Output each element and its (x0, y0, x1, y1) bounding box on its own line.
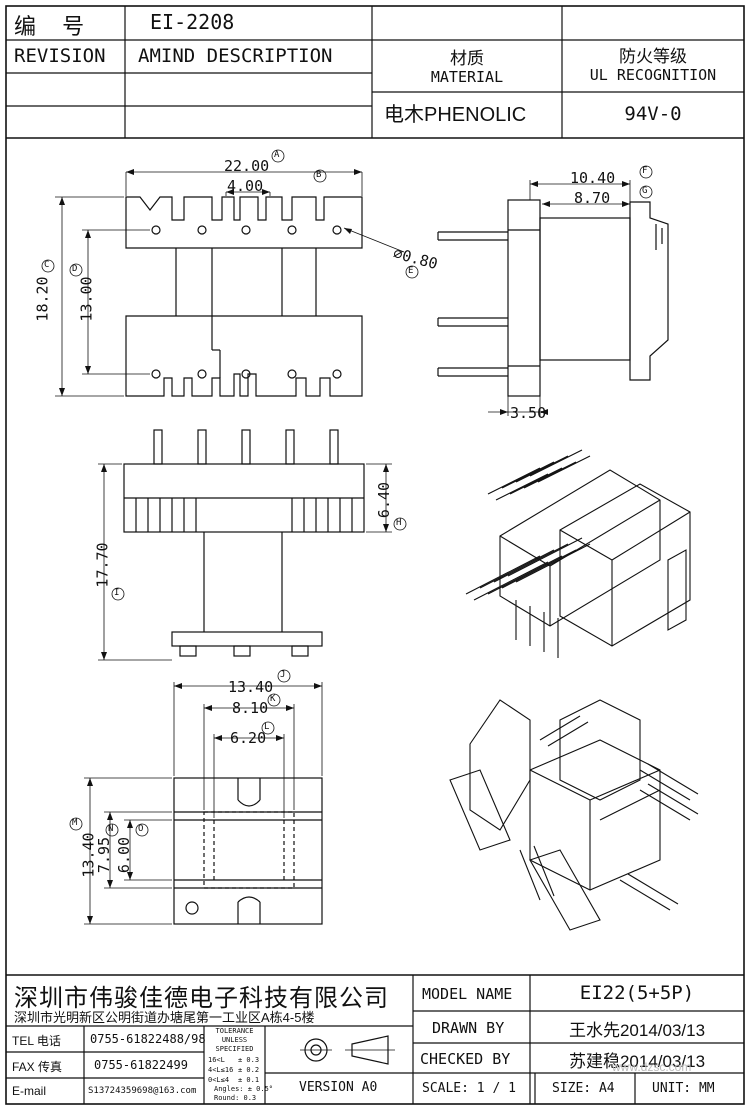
dim-4: 4.00 (227, 177, 264, 195)
tolerance-title: TOLERANCE (215, 1027, 254, 1035)
marker-h: H (396, 518, 402, 528)
dim-13: 13.00 (77, 276, 96, 322)
ul-cn: 防火等级 (619, 47, 687, 66)
dim-6-4: 6.40 (375, 481, 394, 519)
drawn-label: DRAWN BY (432, 1019, 505, 1037)
tel-value: 0755-61822488/98 (90, 1032, 206, 1046)
drawn-value: 王水先2014/03/13 (568, 1021, 706, 1040)
material-cn: 材质 (450, 49, 484, 68)
marker-i: I (114, 588, 120, 598)
material-en: MATERIAL (430, 68, 504, 86)
model-value: EI22(5+5P) (579, 982, 695, 1004)
marker-j: J (280, 670, 286, 680)
tol-range-1: 16<L (208, 1056, 225, 1064)
email-value: S13724359698@163.com (88, 1086, 197, 1096)
tol-value-1: ± 0.3 (238, 1056, 260, 1064)
dim-6-2: 6.20 (230, 729, 267, 747)
code-value: EI-2208 (150, 10, 235, 34)
marker-e: E (408, 266, 414, 276)
dim-22: 22.00 (224, 157, 270, 175)
code-label: 编 号 (14, 14, 95, 39)
tol-value-2: ± 0.2 (238, 1066, 260, 1074)
tel-label: TEL 电话 (12, 1034, 61, 1048)
tolerance-specified: SPECIFIED (215, 1045, 254, 1053)
scale-label: SCALE: 1 / 1 (422, 1081, 516, 1096)
ul-value: 94V-0 (624, 103, 682, 125)
watermark: www.dzsc.com (612, 1060, 692, 1074)
dim-3-5: 3.50 (510, 404, 547, 422)
tol-range-2: 4<L≤16 (208, 1066, 234, 1074)
email-label: E-mail (12, 1084, 47, 1098)
version: VERSION A0 (299, 1080, 378, 1095)
dim-17-7: 17.70 (93, 542, 112, 588)
marker-f: F (642, 166, 648, 176)
marker-k: K (270, 694, 276, 704)
marker-m: M (72, 818, 78, 828)
company-address: 深圳市光明新区公明街道办塘尾第一工业区A栋4-5楼 (14, 1010, 315, 1025)
amend-label: AMIND DESCRIPTION (138, 45, 333, 67)
marker-d: D (72, 264, 78, 274)
fax-label: FAX 传真 (12, 1060, 63, 1074)
checked-label: CHECKED BY (420, 1050, 511, 1068)
marker-c: C (44, 260, 50, 270)
tolerance-unless: UNLESS (221, 1036, 248, 1044)
revision-label: REVISION (14, 45, 106, 67)
marker-g: G (642, 186, 648, 196)
ul-en: UL RECOGNITION (589, 66, 717, 84)
marker-o: O (138, 824, 144, 834)
size-label: SIZE: A4 (552, 1081, 615, 1096)
marker-n: N (108, 824, 114, 834)
tol-value-3: ± 0.1 (238, 1076, 260, 1084)
dim-7-95: 7.95 (95, 836, 114, 874)
dim-6: 6.00 (115, 836, 134, 874)
tol-round: Round: 0.3 (214, 1094, 257, 1102)
checked-value: 苏建稳2014/03/13 (568, 1052, 706, 1071)
company-name: 深圳市伟骏佳德电子科技有限公司 (14, 985, 389, 1012)
dim-18: 18.20 (33, 276, 52, 322)
dim-8-1: 8.10 (232, 699, 269, 717)
marker-l: L (264, 722, 270, 732)
model-label: MODEL NAME (422, 985, 513, 1003)
material-value: 电木PHENOLIC (384, 104, 527, 126)
unit-label: UNIT: MM (652, 1081, 715, 1096)
marker-a: A (274, 150, 280, 160)
dim-13-4: 13.40 (228, 678, 274, 696)
tol-angles: Angles: ± 0.5° (214, 1085, 274, 1093)
tol-range-3: 0<L≤4 (208, 1076, 230, 1084)
dim-10-4: 10.40 (570, 169, 616, 187)
marker-b: B (316, 170, 322, 180)
dim-8-7: 8.70 (574, 189, 611, 207)
fax-value: 0755-61822499 (94, 1058, 188, 1072)
